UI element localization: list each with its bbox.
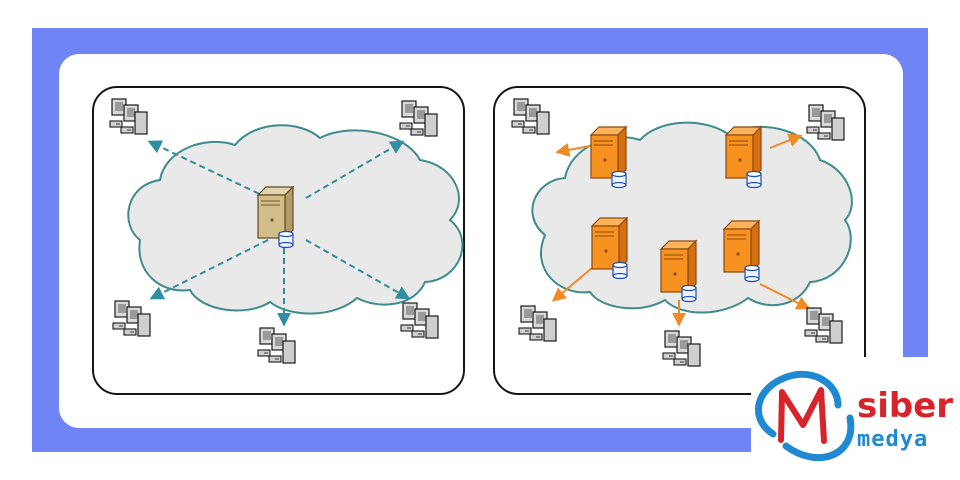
siber-medya-logo: siber medya bbox=[751, 357, 960, 480]
solid-connections bbox=[551, 133, 811, 327]
logo-wordmark-bottom: medya bbox=[857, 427, 928, 452]
server-icon bbox=[660, 240, 697, 303]
logo-wordmark-top: siber bbox=[857, 386, 953, 426]
connection-edge bbox=[551, 267, 593, 302]
connection-edge bbox=[759, 283, 811, 310]
connection-edge bbox=[147, 140, 269, 199]
connection-edge bbox=[555, 143, 591, 157]
server-icon bbox=[725, 126, 762, 189]
server-icon bbox=[723, 220, 760, 283]
connection-edge bbox=[305, 140, 405, 199]
centralized-diagram-panel bbox=[92, 86, 465, 395]
dashed-connections bbox=[147, 140, 411, 327]
connection-edge bbox=[769, 133, 803, 149]
distributed-diagram-panel bbox=[493, 86, 866, 395]
central-server-icon bbox=[257, 186, 294, 249]
connection-edge bbox=[149, 239, 269, 300]
server-icon bbox=[590, 126, 627, 189]
server-icon bbox=[591, 217, 628, 280]
siber-medya-s-logo-icon bbox=[754, 370, 855, 462]
